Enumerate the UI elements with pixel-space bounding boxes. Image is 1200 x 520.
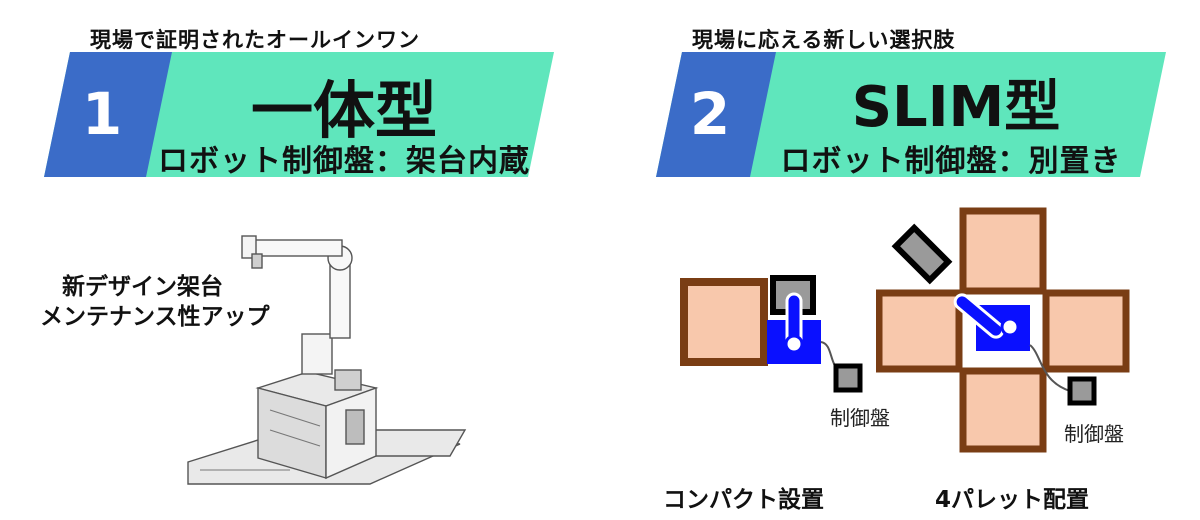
four-pallet-layout-diagram [876, 207, 1130, 453]
right-banner-title: SLIM型 [851, 75, 1061, 140]
integrated-robot-illustration [187, 235, 467, 485]
pallet-top [959, 207, 1047, 295]
left-note-line-2: メンテナンス性アップ [40, 304, 270, 330]
robot-arm [953, 293, 1005, 339]
left-kicker: 現場で証明されたオールインワン [90, 28, 420, 52]
controller-cabinet [1067, 376, 1097, 406]
right-banner-subtitle: ロボット制御盤：別置き [780, 144, 1122, 179]
controller-label-four-pallet: 制御盤 [1064, 422, 1124, 446]
left-note-line-1: 新デザイン架台 [62, 274, 223, 300]
pallet-left [876, 289, 963, 373]
right-banner-number: 2 [689, 80, 731, 148]
tilted-controller [891, 223, 953, 285]
controller-label-compact: 制御盤 [830, 406, 890, 430]
left-feature-note: 新デザイン架台 メンテナンス性アップ [40, 272, 270, 332]
cable [1029, 344, 1071, 392]
controller-cabinet [833, 363, 863, 393]
pallet [680, 278, 768, 366]
left-banner-shape [44, 52, 554, 177]
left-banner-title: 一体型 [250, 74, 437, 147]
right-banner: 2 SLIM型 ロボット制御盤：別置き [656, 52, 1166, 179]
compact-layout-diagram [680, 275, 863, 393]
pallet-bottom [959, 367, 1047, 453]
caption-four-pallet: 4パレット配置 [935, 487, 1090, 513]
left-banner-subtitle: ロボット制御盤：架台内蔵 [158, 144, 530, 179]
pallet-right [1042, 289, 1130, 373]
left-banner-number: 1 [81, 80, 123, 148]
right-banner-shape [656, 52, 1166, 177]
caption-compact: コンパクト設置 [663, 487, 824, 513]
right-kicker: 現場に応える新しい選択肢 [692, 28, 956, 52]
left-banner: 1 一体型 ロボット制御盤：架台内蔵 [44, 52, 554, 179]
